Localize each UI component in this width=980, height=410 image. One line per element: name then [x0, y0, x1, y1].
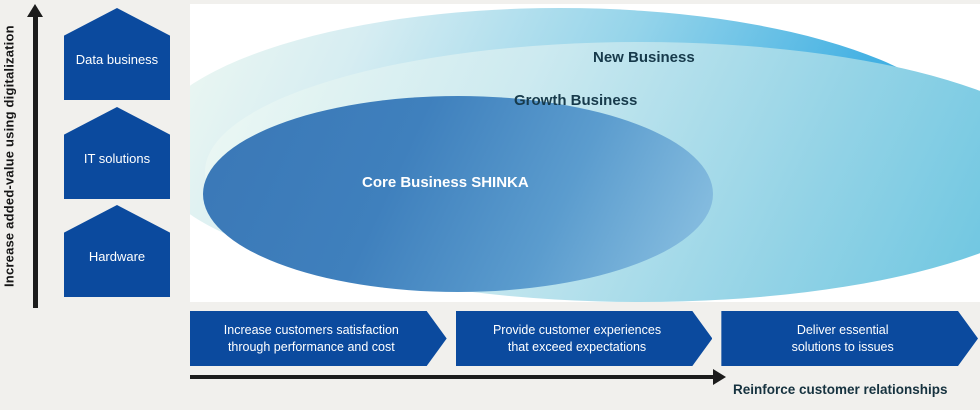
layer-it-solutions-label: IT solutions — [83, 150, 151, 166]
step-customer-experiences-text: Provide customer experiences that exceed… — [492, 323, 662, 354]
step-customer-experiences: Provide customer experiences that exceed… — [456, 311, 713, 366]
right-arrow-shaft — [190, 375, 714, 379]
customer-step-arrows: Increase customers satisfaction through … — [190, 311, 978, 366]
new-business-label: New Business — [593, 49, 695, 66]
step-essential-solutions: Deliver essential solutions to issues — [721, 311, 978, 366]
growth-business-label: Growth Business — [514, 92, 638, 109]
y-axis-label: Increase added-value using digitalizatio… — [1, 25, 17, 287]
right-arrowhead-icon — [713, 369, 726, 385]
up-arrowhead-icon — [27, 4, 43, 17]
core-business-ellipse — [203, 96, 713, 292]
business-map-panel: New Business Growth Business Core Busine… — [190, 4, 980, 302]
layer-data-business-label: Data business — [75, 51, 159, 67]
step-customer-satisfaction-text: Increase customers satisfaction through … — [223, 323, 399, 354]
layer-it-solutions: IT solutions — [64, 107, 170, 199]
layer-data-business: Data business — [64, 8, 170, 100]
layer-hardware-label: Hardware — [88, 248, 146, 264]
step-essential-solutions-text: Deliver essential solutions to issues — [791, 323, 894, 354]
x-axis-label: Reinforce customer relationships — [733, 382, 948, 397]
step-customer-satisfaction: Increase customers satisfaction through … — [190, 311, 447, 366]
right-arrow-icon — [190, 369, 726, 385]
layer-hardware: Hardware — [64, 205, 170, 297]
up-arrow-shaft — [32, 17, 38, 308]
core-business-label: Core Business SHINKA — [362, 174, 529, 191]
up-arrow-icon — [27, 4, 43, 308]
